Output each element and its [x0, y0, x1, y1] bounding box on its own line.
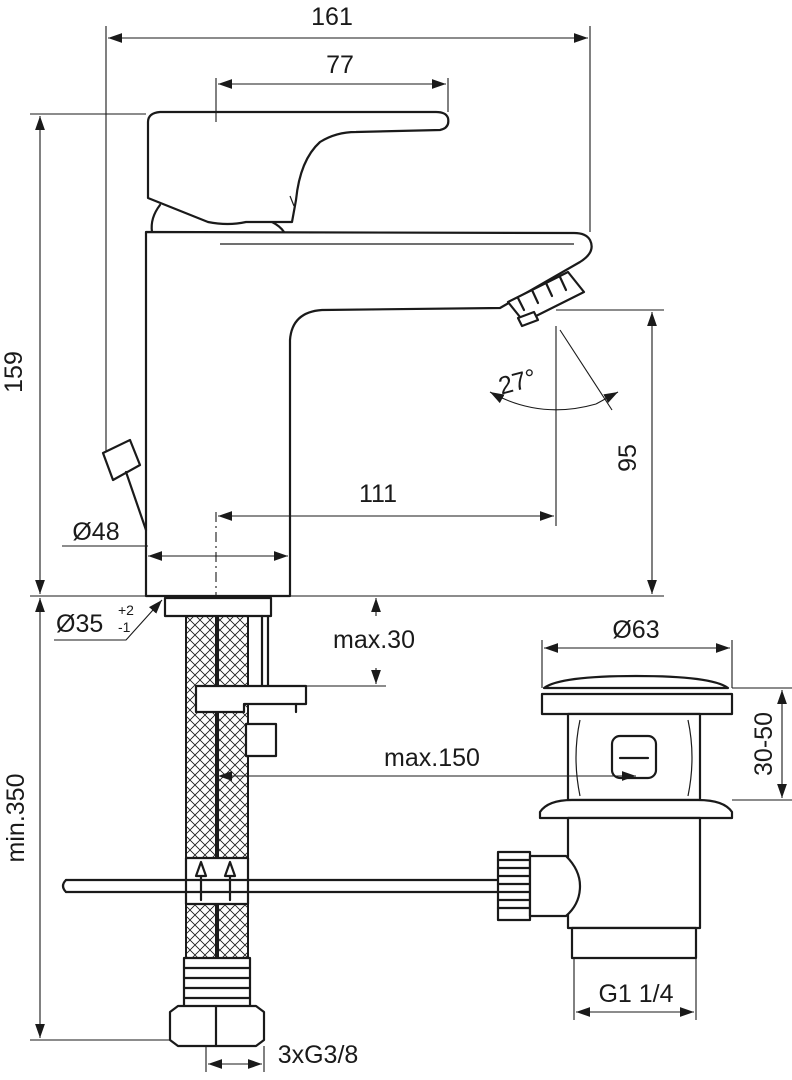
dim-base-diameter: Ø48 [72, 518, 119, 546]
dim-total-height: 159 [0, 351, 28, 393]
dim-hose-thread: 3xG3/8 [278, 1041, 359, 1069]
lever-handle [146, 110, 450, 226]
dim-waste-height: 30-50 [750, 712, 778, 776]
dim-waste-thread: G1 1/4 [598, 980, 673, 1008]
dim-aerator-angle: 27° [496, 364, 540, 401]
dim-hose-length: min.350 [2, 774, 30, 863]
mixer-outline [101, 110, 593, 618]
lift-rod [61, 878, 500, 894]
dim-hole-tol-minus: -1 [118, 619, 131, 635]
dimension-lines [30, 26, 792, 1072]
dim-spout-clearance: 95 [614, 444, 642, 472]
waste-flange-top [540, 692, 734, 716]
waste-tail [566, 816, 702, 930]
waste-cap [542, 674, 730, 690]
popup-knob [101, 438, 142, 482]
dim-lever-length: 77 [326, 51, 354, 79]
base-ring [163, 596, 273, 618]
collar-curve [150, 203, 162, 234]
waste-thread-section [570, 926, 698, 960]
dim-waste-rod-distance: max.150 [384, 744, 480, 772]
dim-total-width: 161 [311, 3, 353, 31]
lever-mark [289, 195, 295, 207]
dim-max-deck: max.30 [333, 626, 415, 654]
mixer-body [144, 230, 593, 598]
dim-hole-tol-plus: +2 [118, 602, 134, 618]
waste-assembly [496, 674, 734, 960]
collar-curve-right [270, 220, 286, 234]
waste-flange-bottom [538, 798, 734, 820]
dim-waste-diameter: Ø63 [612, 616, 659, 644]
popup-rod-top [124, 470, 148, 532]
aerator [506, 270, 586, 328]
supply-hoses [168, 614, 270, 1048]
dim-hole-diameter: Ø35 [56, 610, 103, 638]
dim-spout-reach: 111 [359, 480, 397, 508]
